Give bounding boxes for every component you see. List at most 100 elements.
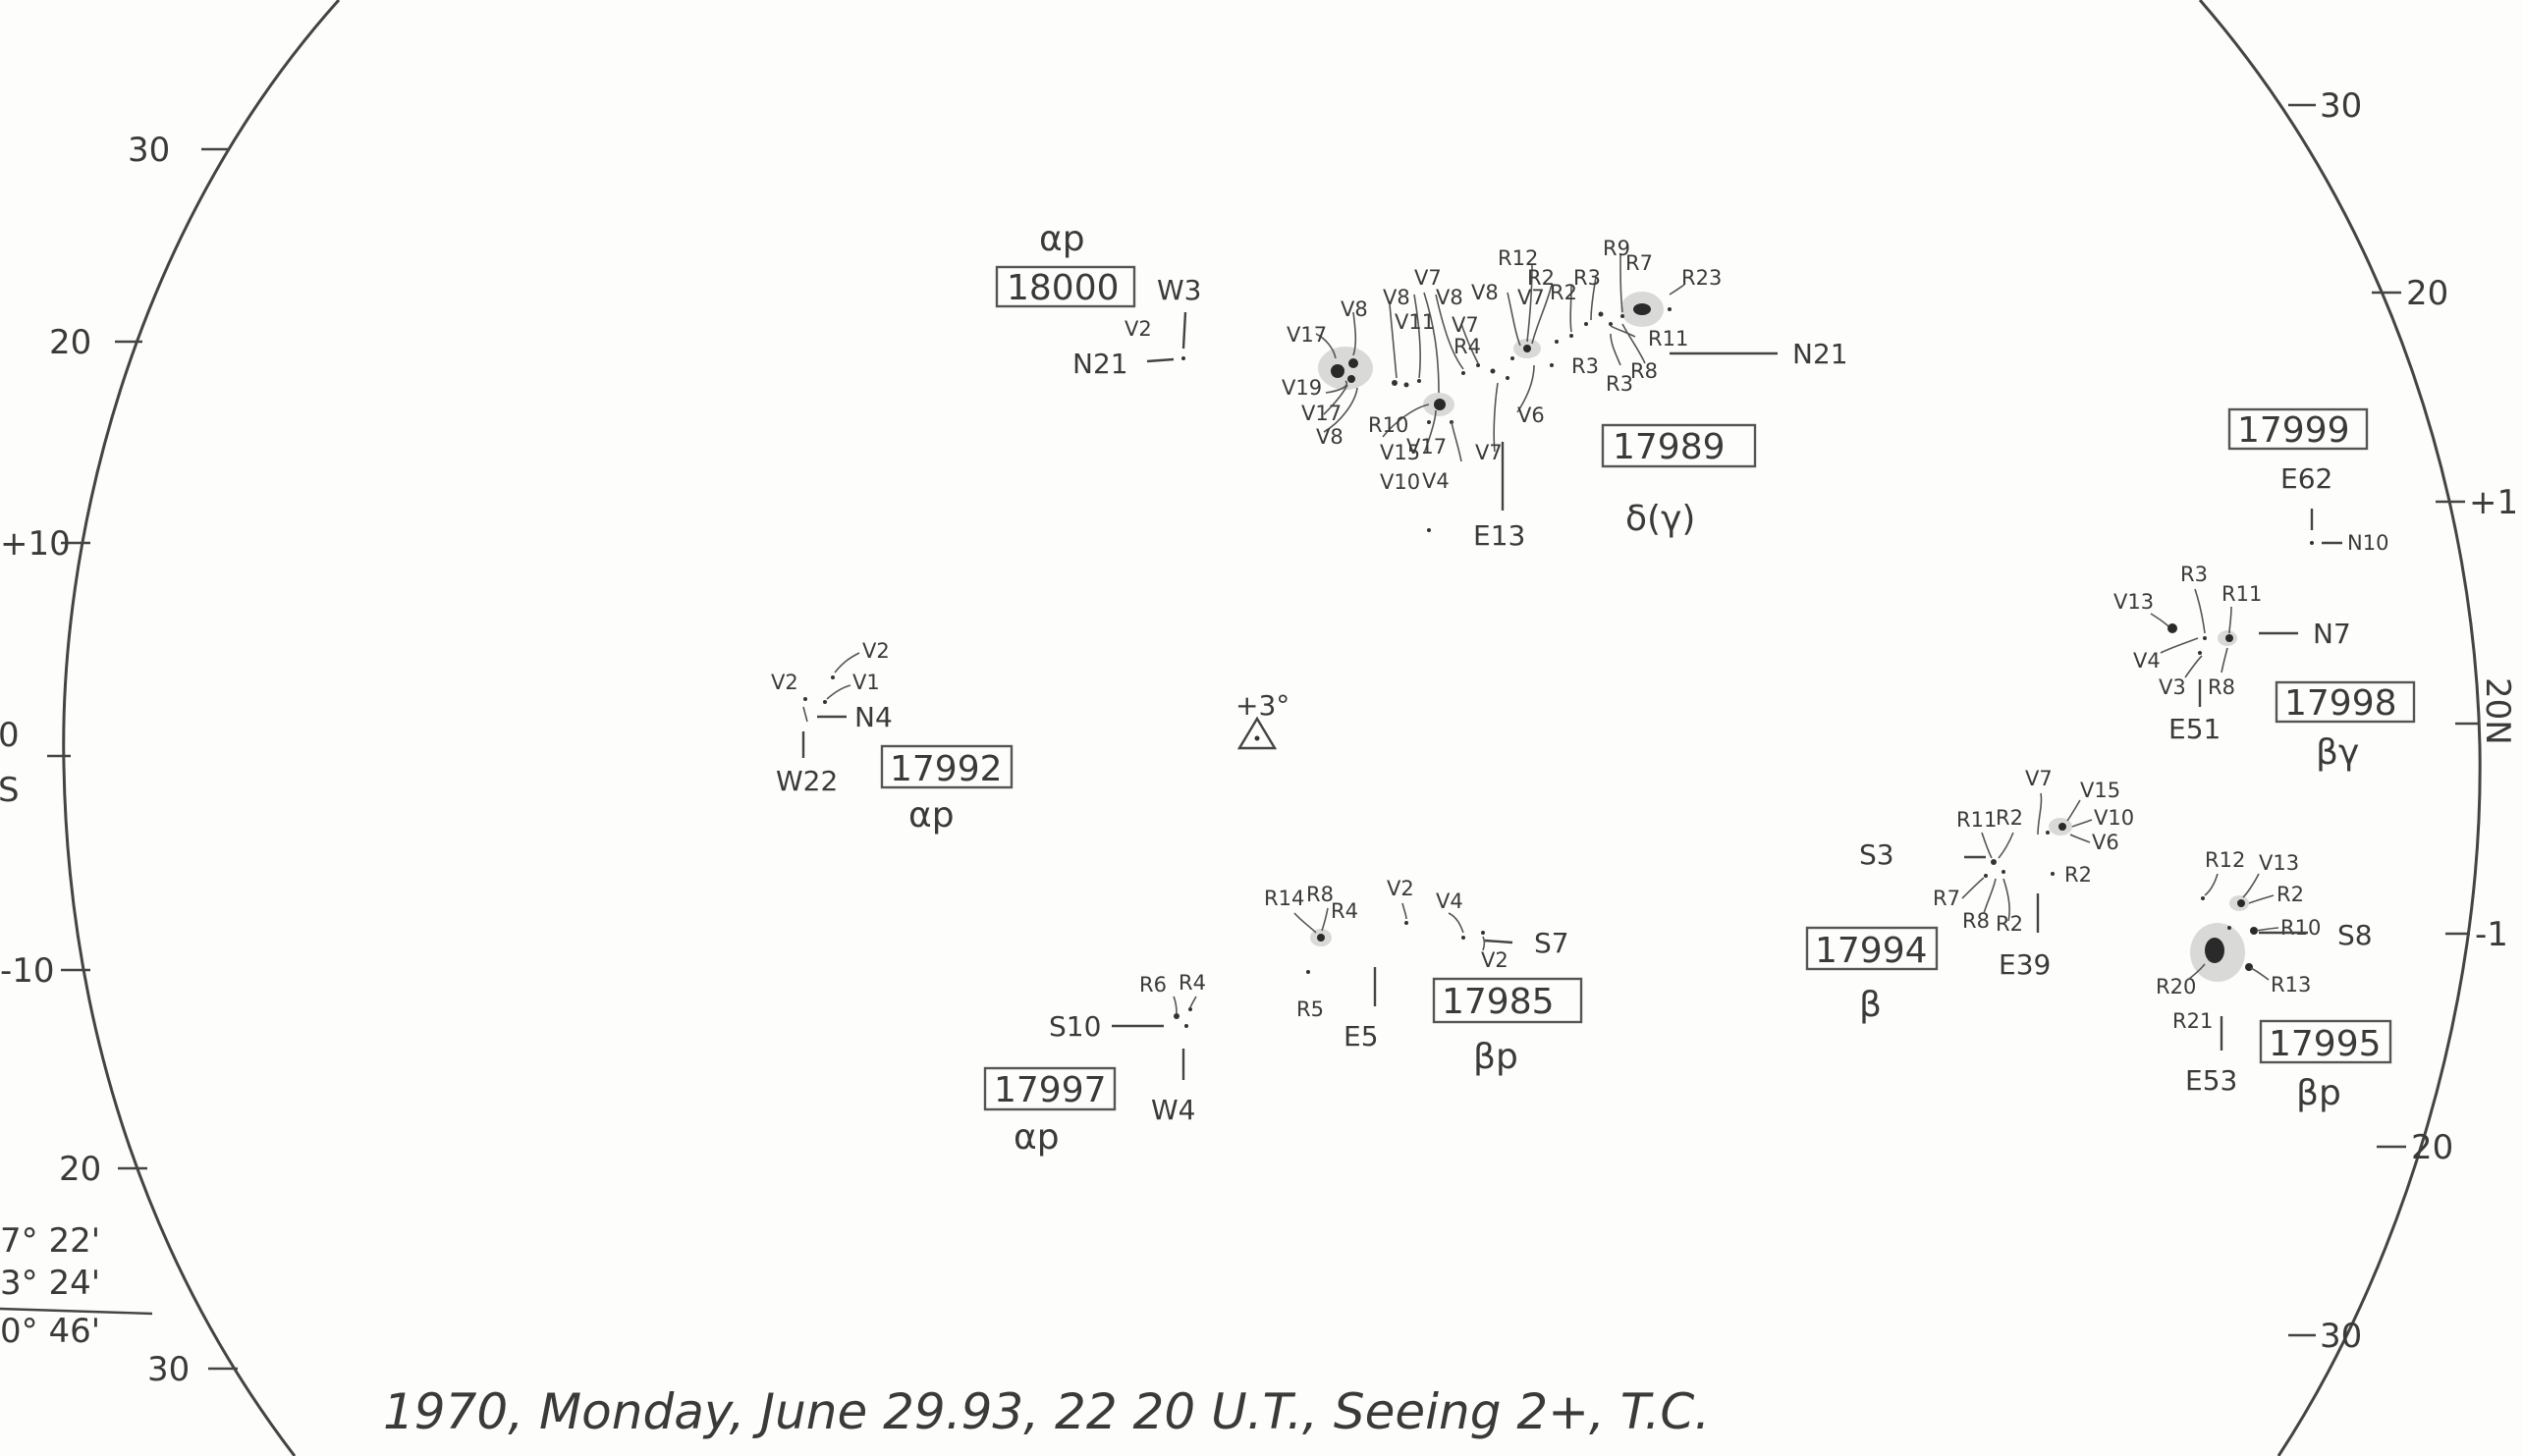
left-tick-s: S	[0, 771, 20, 810]
label-regions-5-spots-8: R8	[1962, 909, 1990, 933]
region-18000: αp 18000 W3 N21 V2	[995, 219, 1202, 380]
left-tick-30-top: 30	[128, 131, 170, 170]
region-17998: V13 R3 R11 V4 V3 R8 N7 E51 17998 βγ	[2113, 563, 2416, 773]
region-17989-id: 17989	[1613, 427, 1726, 467]
label-regions-1-spots-8: R12	[1498, 246, 1538, 270]
label-regions-1-spots-13: R9	[1603, 237, 1630, 260]
region-17999-lon: E62	[2280, 462, 2332, 495]
label-regions-4-spots-3: V4	[2133, 649, 2161, 673]
label-regions-1-spots-7: V7	[1452, 313, 1479, 337]
region-17995-lon: E53	[2185, 1064, 2237, 1097]
label-regions-2-spots-0: V2	[771, 671, 798, 694]
label-regions-1-spots-26: R11	[1648, 327, 1688, 351]
label-regions-1-spots-23: V4	[1422, 469, 1450, 493]
solar-limb-right	[2198, 0, 2482, 1456]
region-17999-id: 17999	[2237, 410, 2350, 451]
label-regions-8-spots-2: R2	[2276, 883, 2304, 906]
left-tick-20-bottom: 20	[59, 1150, 101, 1189]
region-17997-id: 17997	[994, 1070, 1107, 1110]
label-regions-1-spots-21: V17	[1406, 435, 1447, 458]
region-17994-lon: E39	[1999, 948, 2051, 981]
region-17985-id: 17985	[1442, 982, 1555, 1022]
label-regions-4-spots-2: R11	[2221, 582, 2262, 606]
label-regions-1-spots-14: R7	[1625, 251, 1653, 275]
label-regions-7-spots-1: R4	[1179, 971, 1206, 995]
region-17992-lon: W22	[776, 765, 838, 797]
region-17989-class: δ(γ)	[1625, 499, 1695, 539]
region-17998-class: βγ	[2316, 732, 2359, 773]
left-tick-0: 0	[0, 716, 20, 755]
right-tick-10-bottom: -1	[2475, 915, 2508, 954]
label-regions-1-spots-30: R4	[1453, 335, 1481, 358]
label-regions-1-spots-1: V8	[1341, 297, 1368, 321]
note-1: 7° 22'	[0, 1221, 100, 1261]
region-18000-spot: V2	[1124, 317, 1152, 341]
region-17998-lon: E51	[2168, 713, 2221, 745]
label-regions-5-spots-2: V7	[2025, 767, 2053, 790]
label-regions-1-spots-29: R3	[1606, 372, 1633, 396]
region-17989: V17 V8 V8 V7 V11 V8 V8 V7 R12 R2 V7 R3 R…	[1282, 237, 1848, 552]
region-18000-id: 18000	[1007, 268, 1120, 308]
label-regions-7-spots-0: R6	[1139, 973, 1167, 997]
center-mark-label: +3°	[1235, 689, 1289, 722]
label-regions-6-spots-3: R5	[1296, 998, 1324, 1021]
label-regions-1-spots-18: V8	[1316, 425, 1344, 449]
region-17994-id: 17994	[1815, 931, 1928, 971]
drawing-caption: 1970, Monday, June 29.93, 22 20 U.T., Se…	[383, 1383, 1710, 1440]
label-regions-6-spots-6: V2	[1481, 948, 1508, 972]
region-17989-lon: E13	[1473, 519, 1525, 552]
region-17995-class: βp	[2296, 1073, 2341, 1113]
label-regions-1-spots-2: V8	[1383, 286, 1410, 309]
label-regions-1-spots-16: V19	[1282, 376, 1322, 400]
label-regions-8-spots-3: R10	[2280, 916, 2321, 940]
region-18000-lon: W3	[1157, 274, 1202, 306]
region-17985-class: βp	[1473, 1037, 1518, 1077]
region-17997: R6 R4 S10 W4 17997 αp	[983, 971, 1206, 1158]
label-regions-1-spots-9: R2	[1527, 266, 1555, 290]
region-17998-id: 17998	[2284, 683, 2397, 724]
label-regions-1-spots-0: V17	[1287, 323, 1327, 347]
label-regions-6-spots-5: V4	[1436, 890, 1463, 913]
label-regions-6-spots-1: R8	[1306, 883, 1334, 906]
label-regions-5-spots-6: R2	[2064, 863, 2092, 887]
right-tick-20-bottom: 20	[2411, 1128, 2453, 1167]
region-17995: R12 V13 R2 R10 R13 R20 R21 S8 E53 17995 …	[2156, 848, 2392, 1113]
region-17989-small-spots	[1392, 307, 1672, 532]
label-regions-1-spots-6: V8	[1471, 281, 1499, 304]
label-regions-1-spots-3: V7	[1414, 266, 1442, 290]
right-latitude-scale: 30 20 +1 20N -1 20 30	[2288, 86, 2518, 1356]
right-tick-30-top: 30	[2320, 86, 2362, 126]
region-17999: 17999 E62 N10	[2227, 407, 2388, 555]
right-tick-20n: 20N	[2478, 677, 2517, 745]
left-tick-20-top: 20	[49, 323, 91, 362]
label-regions-6-spots-0: R14	[1264, 887, 1304, 910]
label-regions-1-spots-15: R23	[1681, 266, 1722, 290]
label-regions-4-spots-1: R3	[2180, 563, 2208, 586]
note-3: 0° 46'	[0, 1312, 100, 1351]
label-regions-8-spots-0: R12	[2205, 848, 2245, 872]
label-regions-4-spots-5: R8	[2208, 675, 2235, 699]
left-notes: 7° 22' 3° 24' 0° 46'	[0, 1221, 153, 1351]
label-regions-1-spots-20: V15	[1380, 441, 1420, 464]
label-regions-5-spots-4: V10	[2094, 806, 2134, 830]
region-17997-class: αp	[1014, 1117, 1060, 1158]
label-regions-1-spots-25: V6	[1517, 404, 1545, 427]
label-regions-1-spots-19: R10	[1368, 413, 1408, 437]
label-regions-4-spots-4: V3	[2159, 675, 2186, 699]
region-17999-lat: N10	[2347, 531, 2388, 555]
right-tick-30-bottom: 30	[2320, 1317, 2362, 1356]
region-17994-lat: S3	[1859, 838, 1894, 871]
region-17985-lat: S7	[1534, 927, 1569, 959]
region-17985-lon: E5	[1344, 1020, 1379, 1052]
label-regions-8-spots-6: R21	[2172, 1009, 2213, 1033]
region-17985: R14 R8 R4 R5 V2 V4 V2 S7 E5 17985 βp	[1264, 877, 1583, 1077]
label-regions-4-spots-0: V13	[2113, 590, 2154, 614]
region-17989-leaders	[1315, 252, 1685, 462]
label-regions-1-spots-22: V10	[1380, 470, 1420, 494]
label-regions-1-spots-28: R8	[1630, 359, 1658, 383]
region-17989-lat: N21	[1792, 338, 1848, 370]
region-18000-lat: N21	[1072, 348, 1128, 380]
region-17998-lat: N7	[2313, 618, 2351, 650]
label-regions-1-spots-17: V17	[1301, 402, 1342, 425]
